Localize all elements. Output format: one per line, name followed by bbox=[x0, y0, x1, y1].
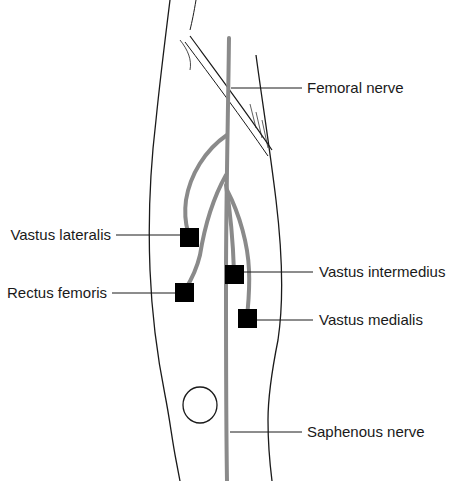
patella bbox=[183, 387, 217, 423]
groin-line bbox=[190, 36, 272, 150]
part-label: Vastus intermedius bbox=[319, 263, 445, 281]
leader-line bbox=[257, 320, 313, 321]
electrode-sites bbox=[175, 228, 257, 328]
leader-line bbox=[116, 235, 180, 236]
leg-outline bbox=[256, 55, 282, 481]
leader-line bbox=[244, 272, 313, 273]
leg-outline bbox=[149, 0, 180, 481]
femoral-nerve bbox=[226, 38, 229, 481]
hip-line bbox=[190, 0, 196, 30]
leader-line bbox=[231, 88, 302, 89]
electrode-square bbox=[180, 228, 199, 247]
ligament-strands bbox=[250, 104, 268, 148]
electrode-square bbox=[225, 265, 244, 284]
nerve-branch bbox=[227, 190, 249, 318]
leader-lines bbox=[112, 88, 313, 432]
electrode-square bbox=[238, 309, 257, 328]
part-label: Saphenous nerve bbox=[307, 423, 425, 441]
part-label: Vastus medialis bbox=[319, 311, 423, 329]
leader-line bbox=[230, 432, 302, 433]
electrode-square bbox=[175, 283, 194, 302]
groin-line bbox=[180, 40, 191, 70]
part-label: Femoral nerve bbox=[307, 79, 404, 97]
part-label: Rectus femoris bbox=[7, 284, 107, 302]
nerve-branches bbox=[185, 38, 249, 481]
part-label: Vastus lateralis bbox=[10, 226, 111, 244]
leader-line bbox=[112, 293, 175, 294]
